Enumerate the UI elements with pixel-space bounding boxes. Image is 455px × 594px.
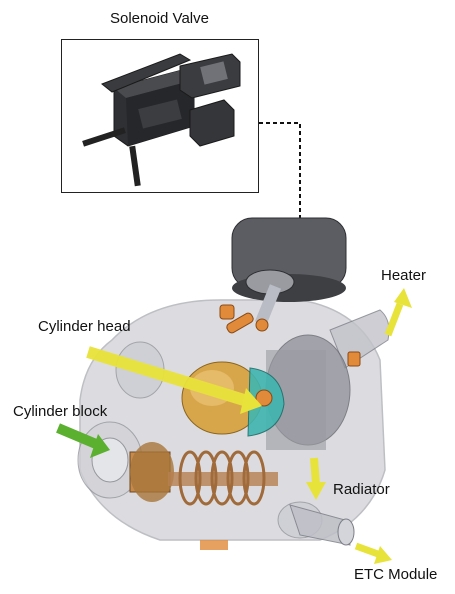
etc-module-label: ETC Module: [354, 566, 438, 583]
solenoid-valve-image: [82, 53, 241, 187]
cylinder-head-flow-arrow: [86, 346, 262, 414]
thermostat-spring: [129, 442, 278, 550]
cylinder-block-flow-arrow: [56, 423, 110, 458]
dashed-connector-line: [259, 122, 301, 218]
actuator: [231, 217, 347, 326]
radiator-label: Radiator: [333, 481, 390, 498]
cylinder-block-label: Cylinder block: [13, 403, 108, 420]
heater-label: Heater: [381, 267, 427, 284]
solenoid-valve-title: Solenoid Valve: [110, 10, 209, 27]
radiator-flow-arrow: [306, 457, 326, 500]
heater-flow-arrow: [384, 288, 412, 337]
etc-module-flow-arrow: [354, 542, 392, 564]
solenoid-valve-inset: [61, 39, 259, 193]
cylinder-head-label: Cylinder head: [38, 318, 131, 335]
linkage: [219, 304, 361, 367]
